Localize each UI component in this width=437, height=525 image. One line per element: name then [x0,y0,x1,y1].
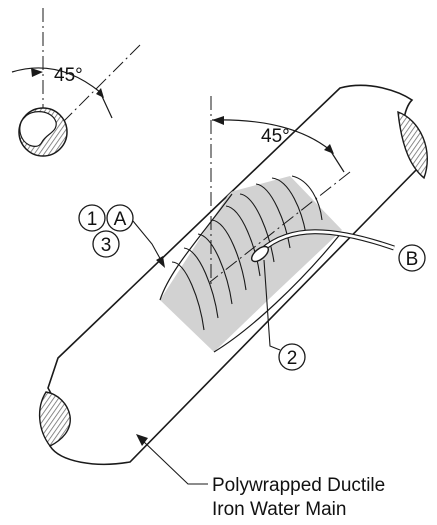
anode-cable [250,229,395,263]
large-angle-arrow-left [212,116,224,125]
callout-b: B [398,244,426,272]
cross-section-angle-arc [11,67,101,93]
cross-section-cutout [19,111,57,147]
small-angle-label: 45° [54,65,83,86]
callout-3-label: 3 [101,235,112,256]
large-angle-label: 45° [261,126,290,147]
pipe-centerline [209,171,351,283]
callout-3: 3 [92,230,120,258]
callout-2-leader [263,259,281,351]
callout-2: 2 [278,343,306,371]
pipe-end-right [397,110,428,180]
tape-wrap [159,175,343,353]
caption-line-2: Iron Water Main [212,499,346,520]
large-angle-arc [211,119,331,151]
caption-line-1: Polywrapped Ductile [212,475,385,496]
callout-2-label: 2 [287,348,298,369]
callout-1-label: 1 [87,209,98,230]
tape-band [160,176,342,352]
tape-wraps [171,175,323,331]
callout-1: 1 [78,204,106,232]
pipe-end-left [39,391,71,447]
callout-1a3-leader [132,220,163,263]
callout-a: A [106,204,134,232]
callout-a-label: A [114,209,127,230]
cable-connection [250,245,270,263]
callout-b-label: B [406,249,419,270]
small-angle-arrow-left [31,68,43,77]
caption-leader [141,439,208,485]
angle-reference: 45° [209,96,351,285]
cross-section-detail: 45° [11,8,141,157]
